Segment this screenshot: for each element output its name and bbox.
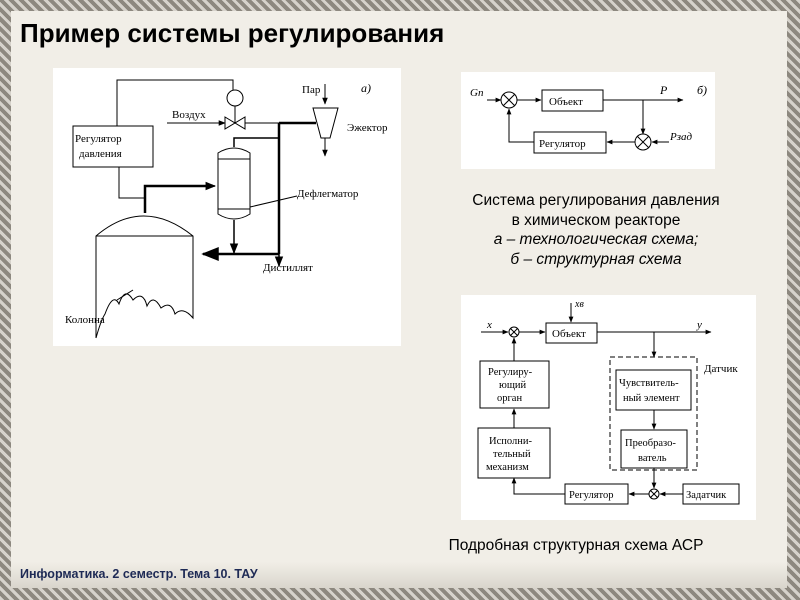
distillate-label: Дистиллят xyxy=(263,262,313,274)
object-label: Объект xyxy=(549,96,583,108)
converter-label-1: Преобразо- xyxy=(625,438,676,449)
column-vessel xyxy=(95,215,194,339)
slide-title: Пример системы регулирования xyxy=(20,18,445,48)
valve-icon xyxy=(224,116,246,130)
sensor-label: Датчик xyxy=(704,363,738,375)
regulator-label-line2: давления xyxy=(79,148,122,160)
sensitive-label-1: Чувствитель- xyxy=(619,378,679,389)
caption-line-3: а – технологическая схема; xyxy=(493,231,699,248)
diagram-a-letter: а) xyxy=(361,81,371,95)
footer: Информатика. 2 семестр. Тема 10. ТАУ xyxy=(20,567,258,581)
dephlegmator-vessel xyxy=(217,147,251,220)
ejector-icon xyxy=(312,107,339,139)
regulator-label: Регулятор xyxy=(569,490,613,501)
pset-label: Pзад xyxy=(669,131,693,143)
ejector-label: Эжектор xyxy=(347,122,388,134)
setpoint-label: Задатчик xyxy=(686,490,727,501)
actuator-label-1: Исполни- xyxy=(489,436,532,447)
structural-scheme-diagram: Gп Объект P б) Регулятор Pзад xyxy=(470,83,707,154)
diagram-b-letter: б) xyxy=(697,83,707,97)
organ-label-3: орган xyxy=(497,393,522,404)
organ-label-1: Регулиру- xyxy=(488,367,533,378)
sensitive-label-2: ный элемент xyxy=(623,393,680,404)
column-leader xyxy=(116,289,134,301)
caption-line-1: Система регулирования давления xyxy=(472,192,720,209)
y-label: y xyxy=(696,319,702,331)
sensitive-element-block xyxy=(615,369,692,411)
converter-label-2: ватель xyxy=(638,453,667,464)
detailed-scheme-diagram: x xв Объект y Датчик Чувствитель- ный эл… xyxy=(477,299,740,505)
air-label: Воздух xyxy=(172,109,206,121)
actuator-label-3: механизм xyxy=(486,462,529,473)
caption-line-2: в химическом реакторе xyxy=(511,211,681,229)
x-label: x xyxy=(486,319,492,331)
object-block xyxy=(545,322,598,344)
structural-scheme-panel: Gп Объект P б) Регулятор Pзад xyxy=(461,72,715,169)
column-label: Колонна xyxy=(65,314,105,326)
tech-scheme-diagram: Регулятор давления Воздух Пар а) Эжектор… xyxy=(65,79,388,339)
tech-scheme-panel: Регулятор давления Воздух Пар а) Эжектор… xyxy=(53,68,401,346)
xv-label: xв xyxy=(574,299,584,310)
regulator-label-line1: Регулятор xyxy=(75,133,122,145)
pressure-system-caption: Система регулирования давления в химичес… xyxy=(436,191,756,269)
control-line xyxy=(116,79,234,126)
pressure-regulator-box xyxy=(72,125,154,168)
detailed-scheme-panel: x xв Объект y Датчик Чувствитель- ный эл… xyxy=(461,295,756,520)
dephlegmator-label: Дефлегматор xyxy=(297,188,359,200)
setpoint-block xyxy=(682,483,740,505)
object-label: Объект xyxy=(552,328,586,340)
gp-label: Gп xyxy=(470,87,484,99)
caption-line-4: б – структурная схема xyxy=(510,250,682,268)
detailed-scheme-caption: Подробная структурная схема АСР xyxy=(448,537,704,554)
organ-label-2: ющий xyxy=(499,380,527,391)
p-label: P xyxy=(659,83,668,97)
steam-label: Пар xyxy=(302,84,321,96)
actuator-label-2: тельный xyxy=(493,449,531,460)
actuator-circle xyxy=(226,89,244,107)
regulator-label: Регулятор xyxy=(539,138,586,150)
